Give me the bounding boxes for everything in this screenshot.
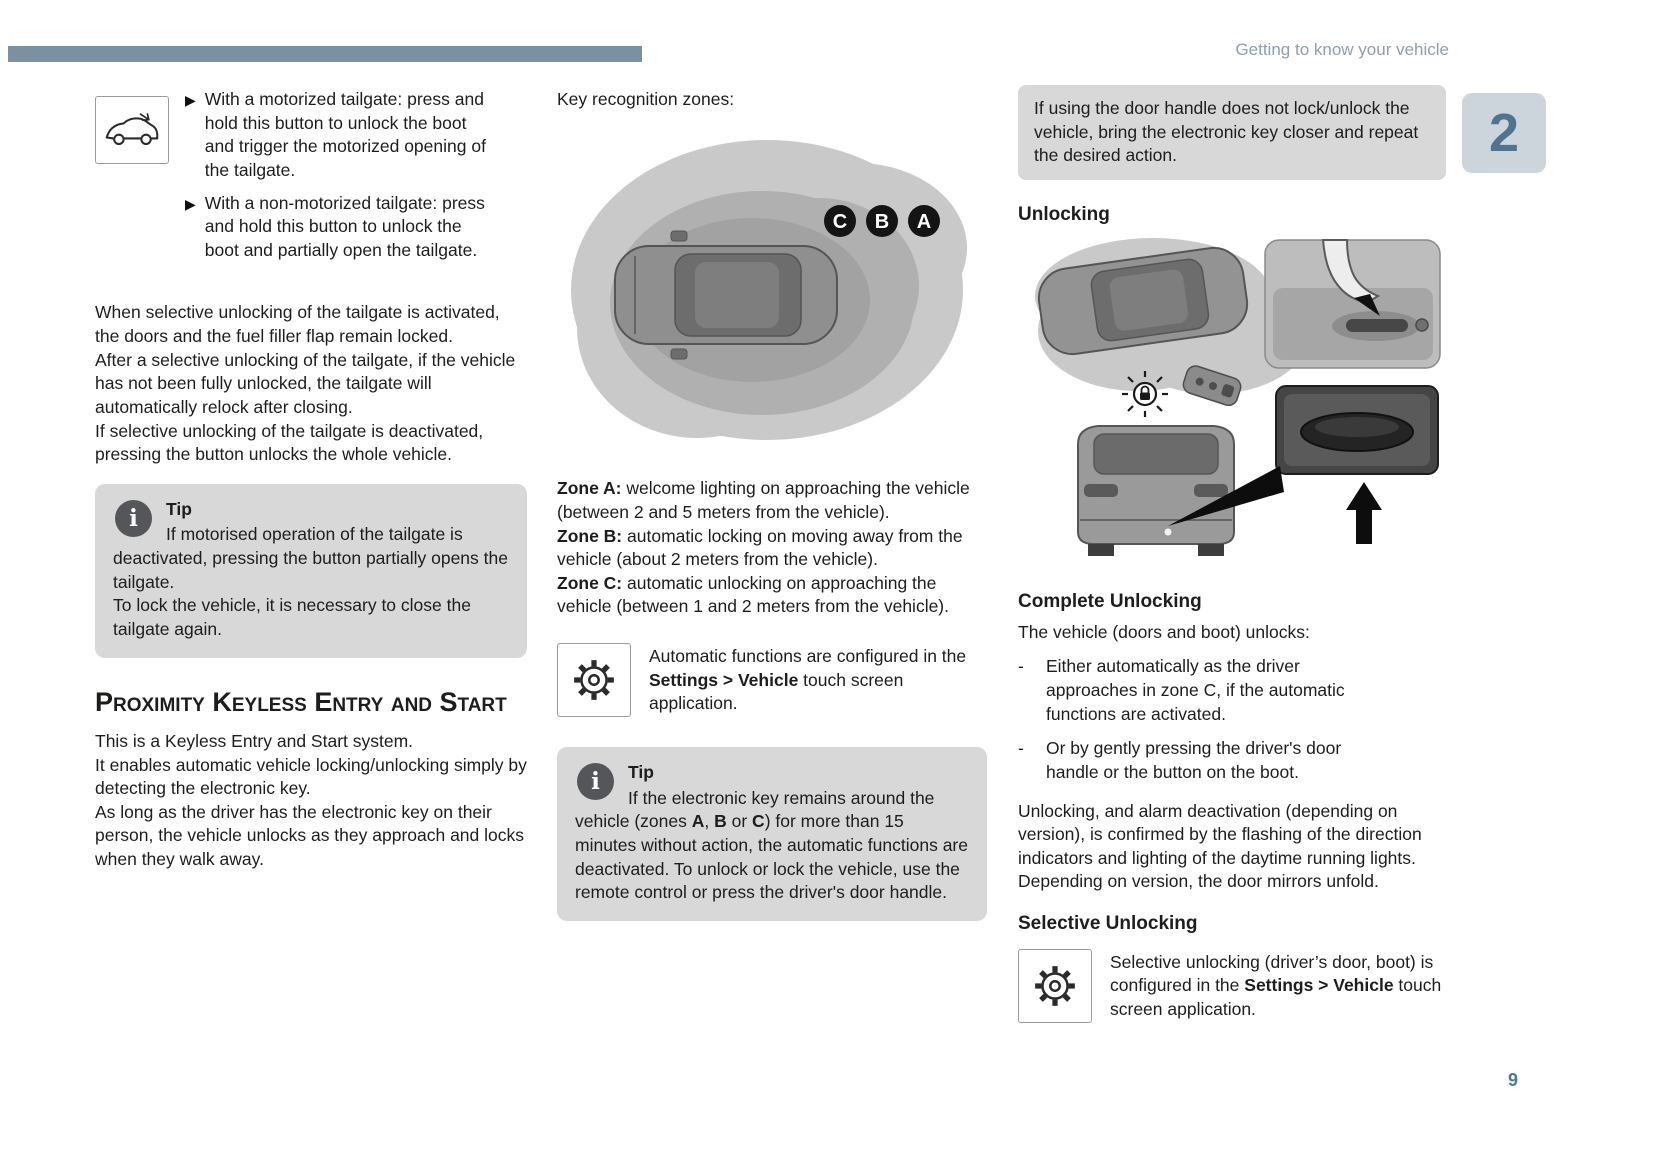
page-number: 9 [1507, 1070, 1518, 1090]
info-icon-glyph: i [129, 504, 138, 532]
zone-b-label: Zone B: [557, 525, 623, 546]
info-icon-glyph: i [591, 767, 600, 795]
tip-text: If motorised operation of the tailgate i… [113, 524, 508, 592]
running-title: Getting to know your vehicle [1235, 40, 1449, 59]
list-item: - Or by gently pressing the driver's doo… [1018, 737, 1446, 784]
dash-bullet-icon: - [1018, 738, 1024, 759]
keyless-system-paragraph: This is a Keyless Entry and Start system… [95, 730, 527, 872]
zone-a-description: Zone A: welcome lighting on approaching … [557, 477, 987, 524]
zone-b-description: Zone B: automatic locking on moving away… [557, 525, 987, 572]
zone-c-label: Zone C: [557, 572, 623, 593]
list-item: ▶ With a motorized tailgate: press and h… [185, 88, 527, 183]
tip-title: Tip [628, 762, 654, 782]
key-zones-lead: Key recognition zones: [557, 89, 735, 109]
column-middle: Key recognition zones: [557, 88, 987, 921]
header-accent-bar [8, 46, 642, 62]
paragraph: If selective unlocking of the tailgate i… [95, 420, 484, 465]
bullet-arrow-icon: ▶ [185, 195, 196, 212]
unlocking-confirmation-paragraph: Unlocking, and alarm deactivation (depen… [1018, 800, 1446, 895]
unlocking-figure [1018, 236, 1446, 573]
key-fob [1182, 364, 1242, 406]
tailgate-instructions: ▶ With a motorized tailgate: press and h… [95, 88, 527, 271]
paragraph: As long as the driver has the electronic… [95, 801, 525, 870]
settings-gear-icon [1018, 948, 1092, 1023]
tailgate-bullet-list: ▶ With a motorized tailgate: press and h… [185, 88, 527, 271]
bullet-text: With a motorized tailgate: press and hol… [204, 89, 486, 180]
paragraph: Depending on version, the door mirrors u… [1018, 871, 1379, 892]
boot-button-inset [1275, 384, 1439, 475]
complete-unlocking-intro: The vehicle (doors and boot) unlocks: [1018, 621, 1310, 642]
zone-badge-a: A [917, 211, 931, 233]
key-recognition-zones-figure: C B A [557, 128, 987, 465]
zone-descriptions: Zone A: welcome lighting on approaching … [557, 477, 987, 619]
chapter-number: 2 [1488, 103, 1520, 163]
settings-note-text: Automatic functions are configured in th… [649, 646, 967, 714]
zone-badge-c: C [833, 211, 847, 233]
unlocking-illustration [1035, 237, 1441, 556]
column-left: ▶ With a motorized tailgate: press and h… [95, 88, 527, 872]
car-rear-view [1077, 424, 1235, 556]
info-icon: i [577, 763, 614, 800]
paragraph: After a selective unlocking of the tailg… [95, 349, 516, 417]
paragraph: It enables automatic vehicle locking/unl… [95, 754, 527, 799]
chapter-tab: 2 [1462, 93, 1546, 173]
list-item: ▶ With a non-motorized tailgate: press a… [185, 192, 527, 263]
unlock-indicator [1122, 370, 1168, 417]
list-item: - Either automatically as the driver app… [1018, 655, 1446, 726]
zone-c-text: automatic unlocking on approaching the v… [557, 572, 949, 617]
tip-box: i Tip If the electronic key remains arou… [557, 747, 987, 921]
bullet-text: Or by gently pressing the driver's door … [1046, 738, 1342, 782]
paragraph: When selective unlocking of the tailgate… [95, 302, 500, 346]
door-handle-note: If using the door handle does not lock/u… [1018, 85, 1446, 180]
tailgate-unlock-icon [95, 96, 169, 164]
info-icon: i [115, 499, 152, 537]
selective-unlocking-paragraph: When selective unlocking of the tailgate… [95, 301, 527, 466]
column-right: If using the door handle does not lock/u… [1018, 85, 1446, 1023]
bullet-arrow-icon: ▶ [185, 92, 196, 108]
up-arrow [1346, 481, 1382, 544]
zone-a-text: welcome lighting on approaching the vehi… [557, 478, 970, 522]
tip-title: Tip [166, 498, 192, 519]
key-recognition-zones-diagram: C B A [571, 139, 967, 440]
zone-c-description: Zone C: automatic unlocking on approachi… [557, 572, 987, 619]
zone-b-text: automatic locking on moving away from th… [557, 525, 963, 570]
zone-a-label: Zone A: [557, 478, 622, 499]
settings-gear-icon [557, 643, 631, 717]
pointer-arrow [1168, 465, 1284, 526]
section-heading-proximity-keyless: Proximity Keyless Entry and Start [95, 686, 507, 717]
dash-bullet-icon: - [1018, 656, 1024, 677]
section-heading-selective-unlocking: Selective Unlocking [1018, 913, 1198, 935]
tip-text: If the electronic key remains around the… [575, 787, 968, 903]
bullet-text: With a non-motorized tailgate: press and… [204, 192, 485, 260]
tip-text: To lock the vehicle, it is necessary to … [113, 595, 471, 639]
zone-badge-b: B [875, 211, 889, 233]
note-text: If using the door handle does not lock/u… [1034, 98, 1419, 166]
paragraph: This is a Keyless Entry and Start system… [95, 730, 414, 751]
settings-note: Selective unlocking (driver’s door, boot… [1018, 948, 1446, 1023]
settings-note-text: Selective unlocking (driver’s door, boot… [1110, 951, 1442, 1019]
settings-note: Automatic functions are configured in th… [557, 643, 987, 717]
door-handle-inset [1264, 238, 1441, 369]
section-heading-complete-unlocking: Complete Unlocking [1018, 591, 1202, 613]
paragraph: Unlocking, and alarm deactivation (depen… [1018, 800, 1422, 868]
tip-box: i Tip If motorised operation of the tail… [95, 483, 527, 658]
bullet-text: Either automatically as the driver appro… [1046, 656, 1345, 724]
section-heading-unlocking: Unlocking [1018, 203, 1110, 225]
